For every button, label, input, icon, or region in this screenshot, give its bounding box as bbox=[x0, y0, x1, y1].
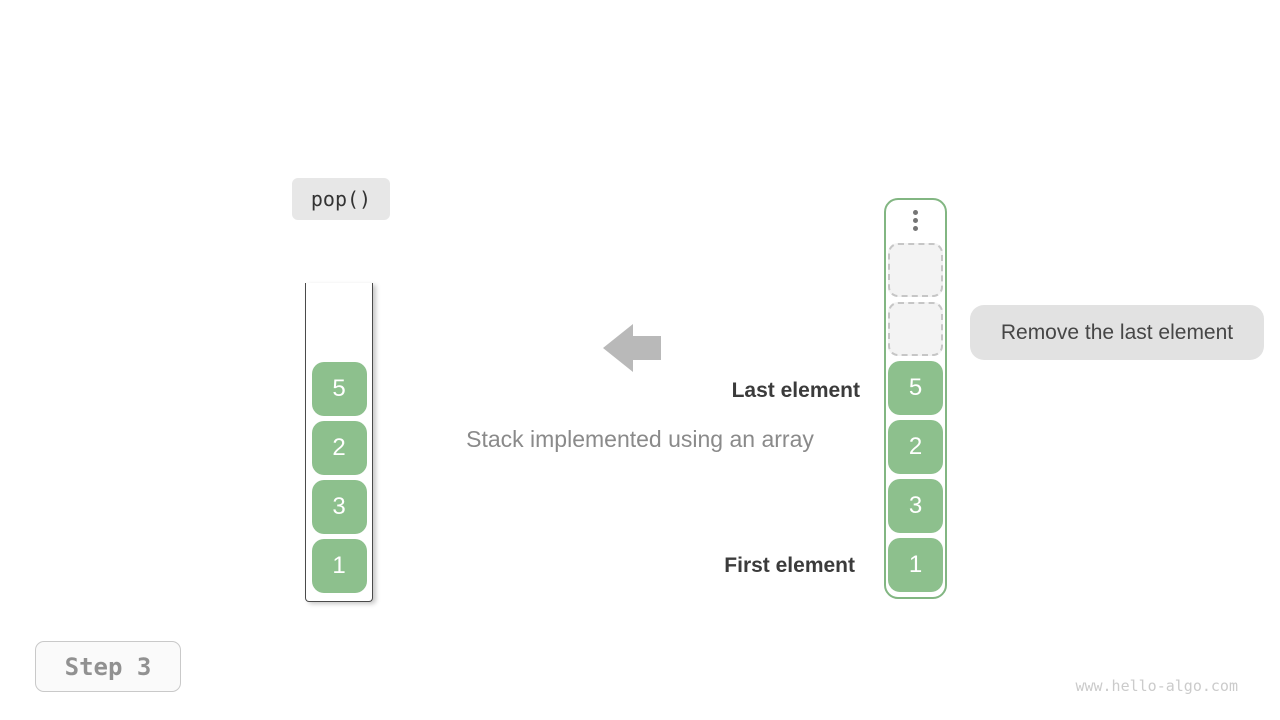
stack-cell: 1 bbox=[311, 539, 367, 593]
last-element-label: Last element bbox=[731, 379, 860, 402]
popped-stack-container: 5 2 3 1 bbox=[305, 283, 373, 602]
stack-cell: 5 bbox=[311, 362, 367, 416]
empty-array-slot bbox=[888, 302, 943, 356]
stack-cell: 5 bbox=[888, 361, 943, 415]
empty-array-slot bbox=[888, 243, 943, 297]
vertical-ellipsis-icon bbox=[913, 210, 918, 231]
first-element-label: First element bbox=[724, 554, 855, 577]
slot-list: 5 2 3 1 bbox=[888, 243, 943, 592]
arrow-tail bbox=[633, 336, 661, 360]
figure-caption: Stack implemented using an array bbox=[466, 426, 814, 452]
remove-last-element-tooltip: Remove the last element bbox=[970, 305, 1264, 360]
stack-cell: 3 bbox=[311, 480, 367, 534]
array-capacity-container: 5 2 3 1 bbox=[884, 198, 947, 599]
stack-cell: 3 bbox=[888, 479, 943, 533]
stack-cell: 2 bbox=[311, 421, 367, 475]
left-arrow-icon bbox=[603, 324, 661, 372]
site-watermark: www.hello-algo.com bbox=[1075, 677, 1238, 695]
pop-operation-badge: pop() bbox=[292, 178, 390, 220]
stack-cell: 2 bbox=[888, 420, 943, 474]
stack-cell: 1 bbox=[888, 538, 943, 592]
arrow-head bbox=[603, 324, 633, 372]
step-indicator-badge: Step 3 bbox=[35, 641, 181, 692]
